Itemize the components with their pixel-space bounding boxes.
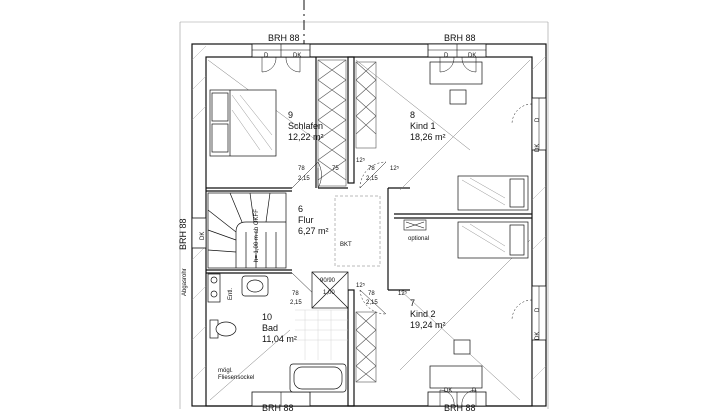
- dk-label: DK: [293, 53, 302, 59]
- room-number-schlafen: 9: [288, 110, 294, 120]
- tile-plinth-note: mögl. Fliesensockel: [218, 368, 255, 381]
- brh-bottom-right: BRH 88: [444, 403, 476, 413]
- door-width: 78: [292, 291, 299, 297]
- dim-125: 12⁵: [390, 166, 400, 172]
- desk-kind1: [429, 61, 483, 105]
- brh-left: BRH 88: [178, 218, 188, 250]
- dk-label: D: [264, 53, 269, 59]
- room-number-kind2: 7: [410, 298, 416, 308]
- interior-walls: [206, 56, 532, 407]
- door-width: 78: [368, 291, 375, 297]
- room-area-kind2: 19,24 m²: [410, 320, 446, 330]
- windows-right: [531, 97, 547, 341]
- d-label: D: [535, 307, 541, 312]
- door-width: 78: [368, 166, 375, 172]
- room-area-kind1: 18,26 m²: [410, 132, 446, 142]
- room-name-kind1: Kind 1: [410, 121, 436, 131]
- door-height: 2,15: [366, 176, 378, 182]
- axis-lines: [303, 0, 355, 409]
- door-height: 2,15: [366, 300, 378, 306]
- room-name-kind2: Kind 2: [410, 309, 436, 319]
- room-area-schlafen: 12,22 m²: [288, 132, 324, 142]
- dk-label: DK: [535, 331, 541, 340]
- washbasin: [241, 275, 269, 297]
- dk-label: D: [472, 388, 477, 394]
- room-name-flur: Flur: [298, 215, 314, 225]
- ventilation-unit: [207, 273, 221, 303]
- wardrobe-upper: [317, 59, 377, 187]
- bkt-label: BKT: [340, 242, 352, 248]
- dim-125: 12⁵: [356, 158, 366, 164]
- dim-125: 12⁵: [398, 291, 408, 297]
- shower: [311, 271, 349, 309]
- dk-label: DK: [444, 388, 453, 394]
- tile-grid: [295, 309, 348, 360]
- door-height: 2,15: [298, 176, 310, 182]
- optional-label: optional: [408, 236, 430, 242]
- windows-bottom: [251, 391, 487, 407]
- door-width: 78: [298, 166, 305, 172]
- bathtub: [289, 363, 347, 393]
- dim-75: 75: [332, 166, 339, 172]
- brh-top-right: BRH 88: [444, 33, 476, 43]
- dim-125: 12⁵: [356, 283, 366, 289]
- wardrobe-lower: [355, 311, 377, 383]
- hallway-dashed: [334, 195, 381, 267]
- dk-label: D: [444, 53, 449, 59]
- shower-height: 1,00: [323, 290, 335, 296]
- staircase: [207, 192, 287, 269]
- dk-label: DK: [468, 53, 477, 59]
- dk-label: DK: [535, 143, 541, 152]
- door-height: 2,15: [290, 300, 302, 306]
- dk-label: DK: [200, 231, 206, 240]
- room-name-bad: Bad: [262, 323, 279, 333]
- d-label: D: [535, 117, 541, 122]
- window-left: [191, 217, 207, 249]
- room-name-schlafen: Schlafen: [288, 121, 324, 131]
- shower-size: 90/90: [320, 278, 336, 284]
- door-swings: [261, 56, 533, 407]
- brh-bottom-left: BRH 88: [262, 403, 294, 413]
- room-area-bad: 11,04 m²: [262, 334, 297, 344]
- stair-note: h= 1,00 m ab OKFF: [254, 209, 260, 262]
- room-number-bad: 10: [262, 312, 273, 322]
- toilet: [209, 319, 237, 339]
- bed-kind1: [457, 175, 529, 211]
- radiator-symbol: [403, 219, 427, 231]
- windows-top: [251, 43, 487, 58]
- room-area-flur: 6,27 m²: [298, 226, 329, 236]
- wall-hatch: [191, 45, 547, 381]
- entl-label: Entl.: [228, 287, 234, 300]
- desk-kind2: [429, 339, 483, 389]
- room-number-kind1: 8: [410, 110, 416, 120]
- bed-kind2: [457, 221, 529, 259]
- double-bed: [209, 89, 277, 157]
- brh-top-left: BRH 88: [268, 33, 300, 43]
- room-number-flur: 6: [298, 204, 304, 214]
- abgasrohr-label: Abgasrohr: [182, 268, 188, 296]
